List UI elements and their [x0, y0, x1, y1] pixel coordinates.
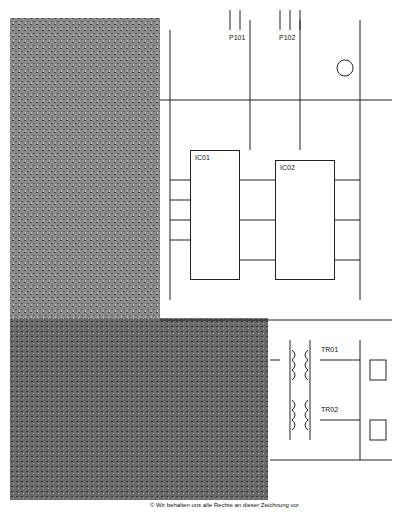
- ic-chip: IC02: [275, 160, 335, 280]
- part-label: P102: [278, 34, 296, 41]
- bus-wire: [240, 220, 275, 221]
- part-label: TR01: [320, 346, 339, 353]
- part-label: P101: [228, 34, 246, 41]
- ic-chip: IC01: [190, 150, 240, 280]
- part-label: TR02: [320, 406, 339, 413]
- chip-label: IC01: [195, 154, 235, 161]
- caption: © Wir behalten uns alle Rechte an dieser…: [150, 502, 390, 509]
- chip-label: IC02: [280, 164, 330, 171]
